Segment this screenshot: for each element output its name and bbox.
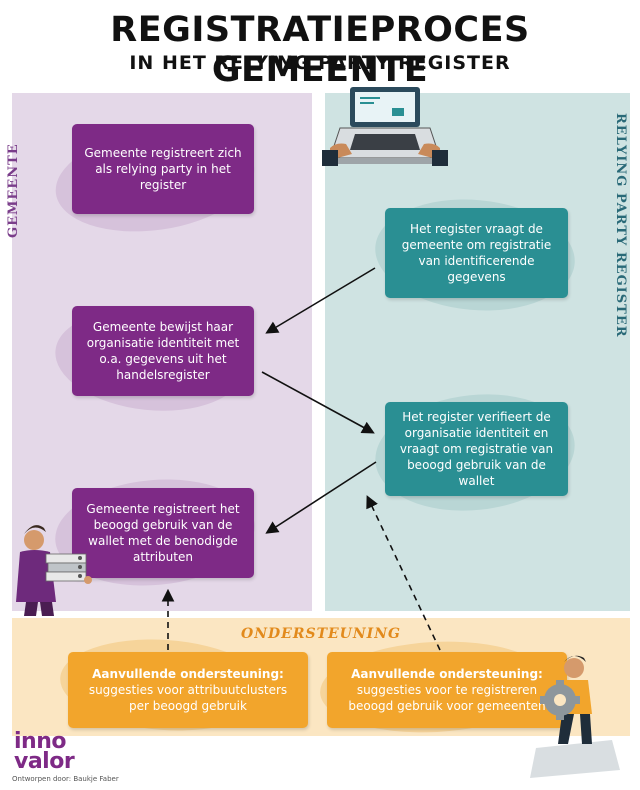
step-box-prove-identity: Gemeente bewijst haar organisatie identi…: [72, 306, 254, 396]
step-box-verify-identity: Het register verifieert de organisatie i…: [385, 402, 568, 496]
arrow-step4-to-step5: [265, 461, 377, 534]
step-text: Het register vraagt de gemeente om regis…: [401, 222, 552, 284]
step-box-register-relying-party: Gemeente registreert zich als relying pa…: [72, 124, 254, 214]
page-subtitle: IN HET RELYING PARTY REGISTER: [129, 52, 511, 74]
support-title: Aanvullende ondersteuning:: [92, 667, 284, 681]
step-text: Gemeente bewijst haar organisatie identi…: [86, 320, 240, 382]
support-title: Aanvullende ondersteuning:: [351, 667, 543, 681]
support-text: suggesties voor te registreren beoogd ge…: [348, 683, 546, 713]
step-box-request-identification: Het register vraagt de gemeente om regis…: [385, 208, 568, 298]
innovalor-logo: inno valor: [14, 729, 75, 774]
arrow-step2-to-step3: [265, 267, 376, 334]
lane-label-ondersteuning: ONDERSTEUNING: [241, 626, 401, 642]
support-box-usage-suggestions: Aanvullende ondersteuning: suggesties vo…: [327, 652, 567, 728]
step-text: Gemeente registreert het beoogd gebruik …: [86, 502, 240, 564]
arrow-step3-to-step4: [261, 371, 375, 434]
lane-label-register: RELYING PARTY REGISTER: [613, 113, 628, 338]
person-with-gear-icon: [530, 655, 620, 778]
logo-line: valor: [14, 749, 75, 774]
support-box-attribute-clusters: Aanvullende ondersteuning: suggesties vo…: [68, 652, 308, 728]
step-text: Gemeente registreert zich als relying pa…: [84, 146, 242, 192]
design-credit: Ontworpen door: Baukje Faber: [12, 775, 119, 783]
step-box-register-usage: Gemeente registreert het beoogd gebruik …: [72, 488, 254, 578]
page-title: REGISTRATIEPROCES GEMEENTE: [110, 10, 530, 90]
register-lane: [325, 93, 630, 611]
logo-line: inno: [14, 729, 66, 754]
step-text: Het register verifieert de organisatie i…: [399, 410, 554, 488]
person-with-binders-icon: [16, 525, 92, 616]
laptop-icon: [322, 87, 448, 166]
dashed-arrow-support-right: [366, 495, 441, 651]
support-text: suggesties voor attribuutclusters per be…: [88, 683, 288, 713]
